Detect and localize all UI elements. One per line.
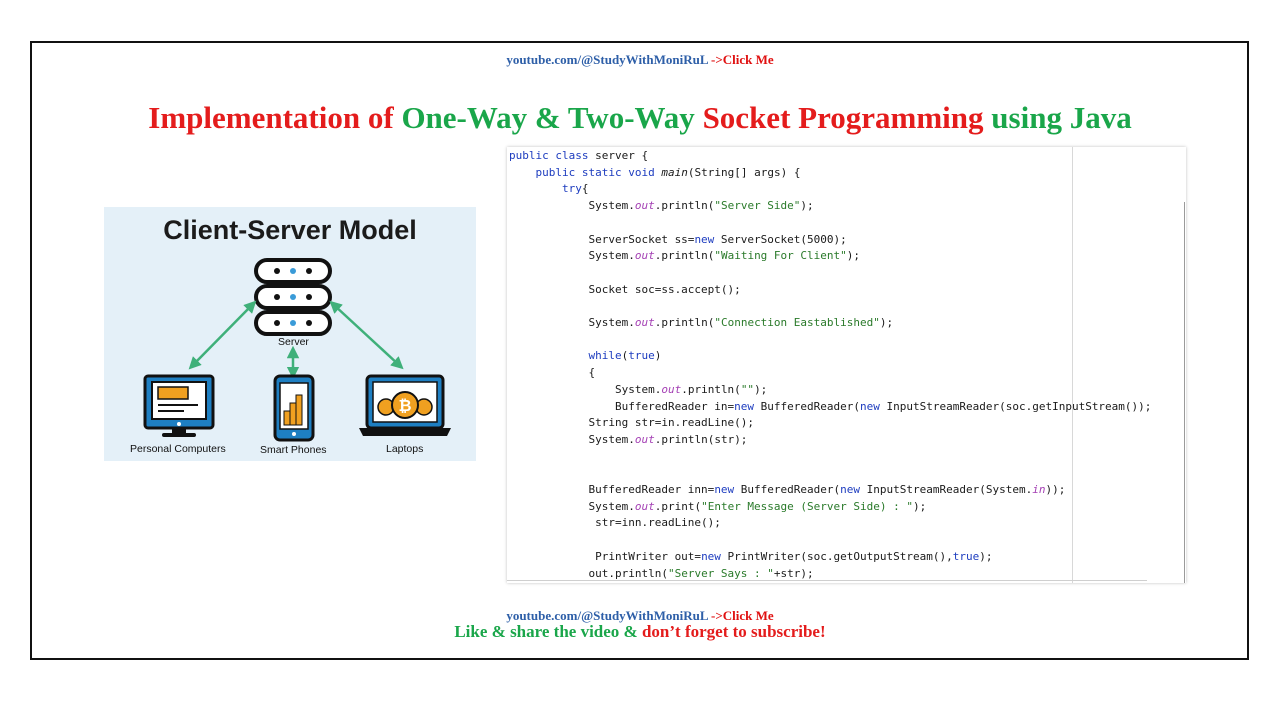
client-label-pc: Personal Computers	[130, 443, 226, 455]
client-server-diagram: Client-Server Model	[104, 207, 476, 461]
code-line: String str=in.readLine();	[509, 416, 755, 430]
personal-computer-icon	[143, 374, 215, 437]
title-part-1: Implementation of	[148, 100, 402, 135]
editor-bottom-line	[507, 580, 1147, 581]
editor-scrollbar[interactable]	[1184, 202, 1185, 583]
code-line: System.out.println("Server Side");	[509, 199, 814, 213]
svg-text:₿: ₿	[398, 397, 411, 415]
header-link-url[interactable]: youtube.com/@StudyWithMoniRuL	[506, 52, 708, 67]
footer-subscribe-text: don’t forget to subscribe!	[641, 622, 826, 641]
page-title: Implementation of One-Way & Two-Way Sock…	[0, 100, 1280, 136]
code-line: while(true)	[588, 349, 662, 363]
title-part-3: Socket Programming	[694, 100, 992, 135]
smartphone-icon	[273, 374, 315, 442]
code-line: System.out.println(str);	[509, 432, 748, 446]
code-line: try{	[561, 182, 589, 196]
arrow-laptop	[329, 300, 404, 370]
code-line: PrintWriter out=new PrintWriter(soc.getO…	[509, 549, 993, 563]
code-line: System.out.println("");	[509, 382, 768, 396]
code-line: public class server {	[509, 149, 649, 162]
slide-frame	[30, 41, 1249, 660]
code-line: System.out.print("Enter Message (Server …	[509, 499, 927, 513]
code-line: System.out.println("Connection Eastablis…	[509, 316, 894, 329]
code-line: BufferedReader inn=new BufferedReader(ne…	[509, 483, 1066, 496]
header-link-cta[interactable]: ->Click Me	[707, 52, 774, 67]
editor-margin-line	[1072, 147, 1073, 583]
code-line: {	[509, 366, 596, 380]
footer-link[interactable]: youtube.com/@StudyWithMoniRuL ->Click Me	[0, 608, 1280, 624]
footer-subscribe-line: Like & share the video & don’t forget to…	[0, 622, 1280, 642]
code-line: public static void main(String[] args) {	[535, 165, 801, 179]
title-part-2: One-Way & Two-Way	[401, 100, 695, 135]
title-part-4: using Java	[991, 100, 1132, 135]
client-label-phone: Smart Phones	[260, 444, 327, 456]
code-line: out.println("Server Says : "+str);	[509, 566, 814, 580]
code-editor-panel: public class server { public static void…	[507, 147, 1186, 583]
arrow-pc	[188, 300, 257, 370]
header-link[interactable]: youtube.com/@StudyWithMoniRuL ->Click Me	[0, 52, 1280, 68]
code-line: BufferedReader in=new BufferedReader(new…	[509, 399, 1152, 413]
server-label: Server	[278, 336, 309, 348]
code-line: System.out.println("Waiting For Client")…	[509, 249, 861, 263]
footer-like-text: Like & share the video &	[454, 622, 642, 641]
footer-link-url[interactable]: youtube.com/@StudyWithMoniRuL	[506, 608, 708, 623]
footer-link-cta[interactable]: ->Click Me	[707, 608, 774, 623]
diagram-title: Client-Server Model	[163, 215, 417, 245]
laptop-icon: ₿	[359, 374, 451, 436]
code-line: Socket soc=ss.accept();	[509, 282, 741, 296]
server-icon	[254, 258, 332, 336]
client-label-laptop: Laptops	[386, 443, 424, 455]
code-line: ServerSocket ss=new ServerSocket(5000);	[509, 232, 847, 246]
code-line: str=inn.readLine();	[509, 516, 721, 530]
diagram-graphic: ₿	[143, 258, 451, 442]
